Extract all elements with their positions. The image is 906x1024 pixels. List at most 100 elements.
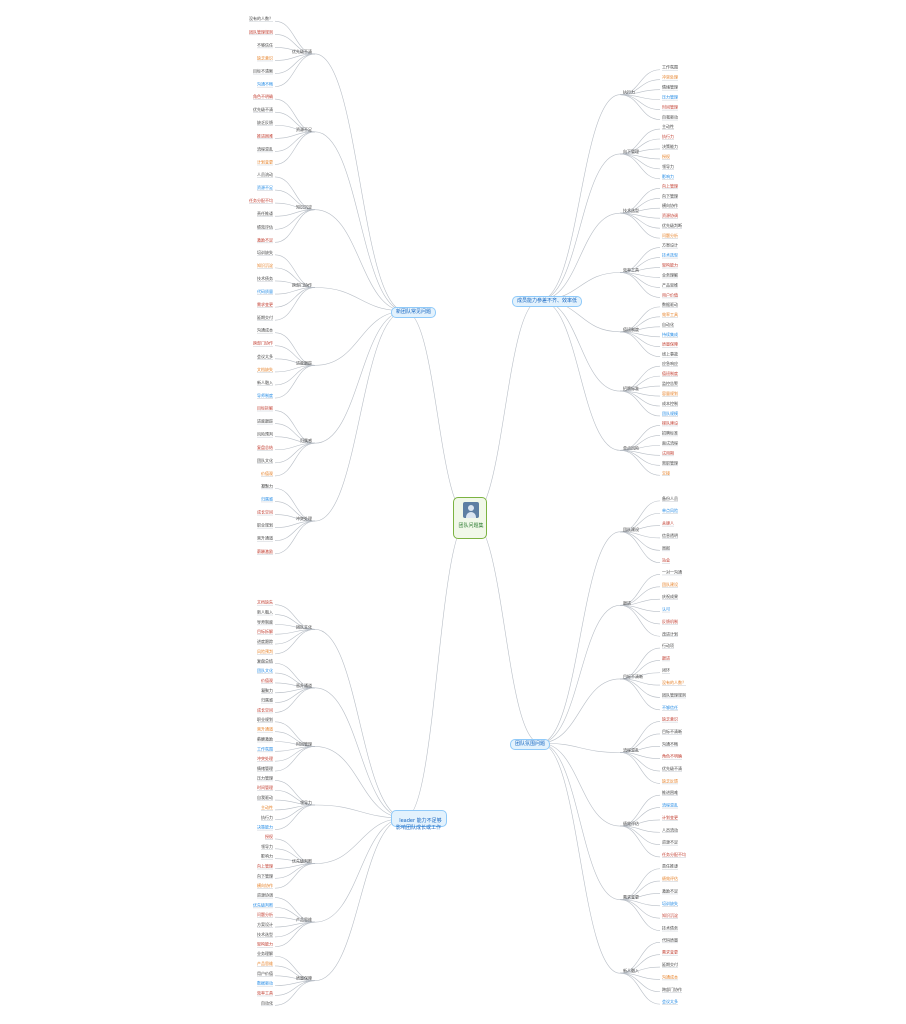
leaf-label: 进度跟踪 bbox=[257, 418, 273, 424]
leaf-label: 目标拆解 bbox=[257, 628, 273, 634]
leaf-label: 认可 bbox=[662, 606, 670, 612]
leaf-label: 监控告警 bbox=[662, 380, 678, 386]
branch-line bbox=[314, 310, 406, 444]
branch-label: 新团队常见问题 bbox=[396, 309, 432, 315]
leaf-line bbox=[274, 980, 316, 1006]
center-topic[interactable]: 团队问题集 bbox=[453, 497, 487, 539]
leaf-label: 人员流动 bbox=[257, 171, 273, 177]
leaf-label: 冲突处理 bbox=[662, 74, 678, 80]
leaf-label: 归属感 bbox=[261, 495, 273, 501]
leaf-label: 离职管理 bbox=[662, 459, 678, 465]
leaf-label: 薪酬激励 bbox=[257, 736, 273, 742]
leaf-label: 反馈机制 bbox=[662, 618, 678, 624]
leaf-label: 导师制度 bbox=[257, 392, 273, 398]
leaf-line bbox=[274, 804, 316, 830]
leaf-label: 团队管理规则 bbox=[249, 28, 273, 34]
leaf-label: 新人融入 bbox=[257, 379, 273, 385]
leaf-line bbox=[619, 807, 661, 827]
leaf-label: 架构能力 bbox=[662, 262, 678, 268]
leaf-line bbox=[274, 838, 316, 864]
branch-team-atmosphere[interactable]: 团队氛围问题 bbox=[510, 739, 551, 750]
leaf-line bbox=[619, 678, 661, 711]
leaf-line bbox=[619, 425, 661, 451]
leaf-line bbox=[619, 586, 661, 606]
leaf-label: 延期交付 bbox=[662, 961, 678, 967]
leaf-line bbox=[619, 500, 661, 533]
branch-line bbox=[539, 94, 621, 301]
leaf-label: 会议太多 bbox=[257, 353, 273, 359]
subtopic-label: 优先级判断 bbox=[292, 858, 312, 864]
subtopic-label: 目标不清晰 bbox=[623, 673, 643, 679]
branch-skill-efficiency[interactable]: 成员能力参差不齐、效率低 bbox=[512, 296, 583, 307]
leaf-line bbox=[274, 672, 316, 689]
leaf-label: 自我驱动 bbox=[257, 794, 273, 800]
leaf-label: 站会 bbox=[662, 557, 670, 563]
subtopic-label: 晋升通道 bbox=[296, 682, 312, 688]
leaf-nodes: 优先级不清没有的人数？团队管理规则不够信任缺乏意识目标不清晰沟通不畅资源不足角色… bbox=[249, 15, 686, 1007]
leaf-label: 产品思维 bbox=[257, 960, 273, 966]
leaf-label: 绩效评估 bbox=[257, 223, 273, 229]
leaf-line bbox=[274, 746, 316, 772]
subtopic-label: 向下管理 bbox=[623, 148, 639, 154]
leaf-line bbox=[619, 899, 661, 931]
leaf-line bbox=[274, 628, 316, 655]
leaf-line bbox=[274, 111, 316, 133]
leaf-line bbox=[619, 138, 661, 155]
leaf-label: 向上管理 bbox=[662, 182, 678, 188]
leaf-label: 闭环 bbox=[662, 667, 670, 673]
subtopic-label: 产品思维 bbox=[296, 916, 312, 922]
leaf-label: 延期交付 bbox=[257, 314, 273, 320]
leaf-line bbox=[619, 574, 661, 606]
leaf-label: 归属感 bbox=[261, 697, 273, 703]
branch-line bbox=[539, 299, 621, 392]
leaf-label: 线上事故 bbox=[662, 351, 678, 357]
branch-new-team[interactable]: 新团队常见问题 bbox=[391, 307, 437, 318]
subtopic-label: 进度跟踪 bbox=[296, 359, 312, 365]
leaf-line bbox=[274, 189, 316, 210]
leaf-label: 价值观 bbox=[261, 470, 273, 476]
leaf-label: 主动性 bbox=[662, 123, 674, 129]
leaf-label: 时间管理 bbox=[662, 104, 678, 110]
leaf-label: 方案设计 bbox=[257, 921, 273, 927]
leaf-line bbox=[619, 306, 661, 333]
leaf-label: 缺乏反馈 bbox=[257, 119, 273, 125]
leaf-label: 新人融入 bbox=[257, 609, 273, 615]
leaf-label: 责任推诿 bbox=[257, 210, 273, 216]
branch-line bbox=[314, 209, 406, 312]
leaf-label: 执行力 bbox=[662, 133, 674, 139]
leaf-label: 沟通不畅 bbox=[257, 81, 273, 87]
subtopic-label: 效率工具 bbox=[623, 267, 639, 273]
leaf-label: 团队文化 bbox=[257, 457, 273, 463]
leaf-line bbox=[619, 316, 661, 333]
branch-line bbox=[539, 678, 621, 744]
trunk-line bbox=[404, 310, 471, 519]
leaf-line bbox=[274, 721, 316, 747]
leaf-line bbox=[619, 197, 661, 214]
leaf-line bbox=[274, 897, 316, 923]
leaf-label: 冲突处理 bbox=[257, 755, 273, 761]
leaf-label: 效率工具 bbox=[662, 311, 678, 317]
leaf-line bbox=[274, 131, 316, 165]
subtopic-label: 知识沉淀 bbox=[296, 204, 312, 210]
trunk-line bbox=[469, 517, 541, 744]
leaf-label: 压力管理 bbox=[257, 774, 273, 780]
leaf-label: 影响力 bbox=[261, 853, 273, 859]
subtopic-label: 跟进 bbox=[623, 599, 631, 605]
leaf-line bbox=[274, 267, 316, 288]
leaf-line bbox=[619, 721, 661, 753]
leaf-line bbox=[619, 942, 661, 974]
leaf-line bbox=[619, 435, 661, 451]
leaf-line bbox=[619, 794, 661, 827]
branch-line bbox=[539, 531, 621, 744]
leaf-label: 试用期 bbox=[662, 449, 674, 455]
leaf-line bbox=[274, 20, 316, 55]
branch-leader-ability[interactable]: leader 能力不足够 影响团队成长或工作 bbox=[391, 810, 447, 831]
leaf-line bbox=[274, 687, 316, 713]
leaf-label: 培训缺失 bbox=[662, 900, 678, 906]
leaf-label: 目标不清晰 bbox=[662, 728, 682, 734]
leaf-line bbox=[619, 153, 661, 180]
leaf-label: 没有的人数？ bbox=[249, 15, 273, 21]
subtopic-label: 单点风险 bbox=[623, 444, 639, 450]
leaf-label: 流程混乱 bbox=[257, 145, 273, 151]
branch-line bbox=[314, 53, 406, 312]
